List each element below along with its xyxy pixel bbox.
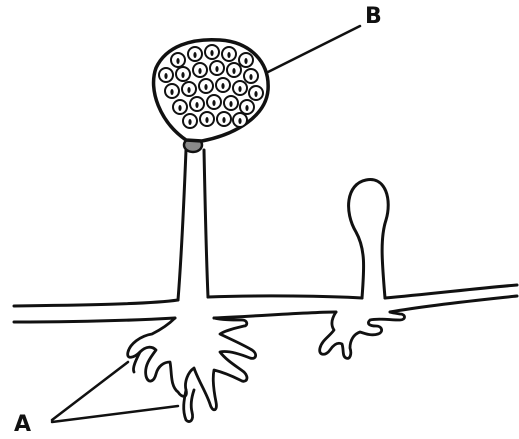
- sporangiophore: [178, 150, 208, 300]
- label-b: B: [365, 6, 382, 28]
- rhizoids-left: [128, 318, 256, 422]
- rhizoids-right: [320, 312, 405, 358]
- sporangium: [154, 40, 269, 141]
- leader-line-a-upper: [52, 362, 128, 420]
- leader-line-b: [268, 26, 360, 72]
- stolon: [14, 285, 517, 322]
- leader-line-a-lower: [52, 406, 178, 422]
- label-a: A: [14, 414, 31, 436]
- young-sporangiophore: [349, 180, 389, 298]
